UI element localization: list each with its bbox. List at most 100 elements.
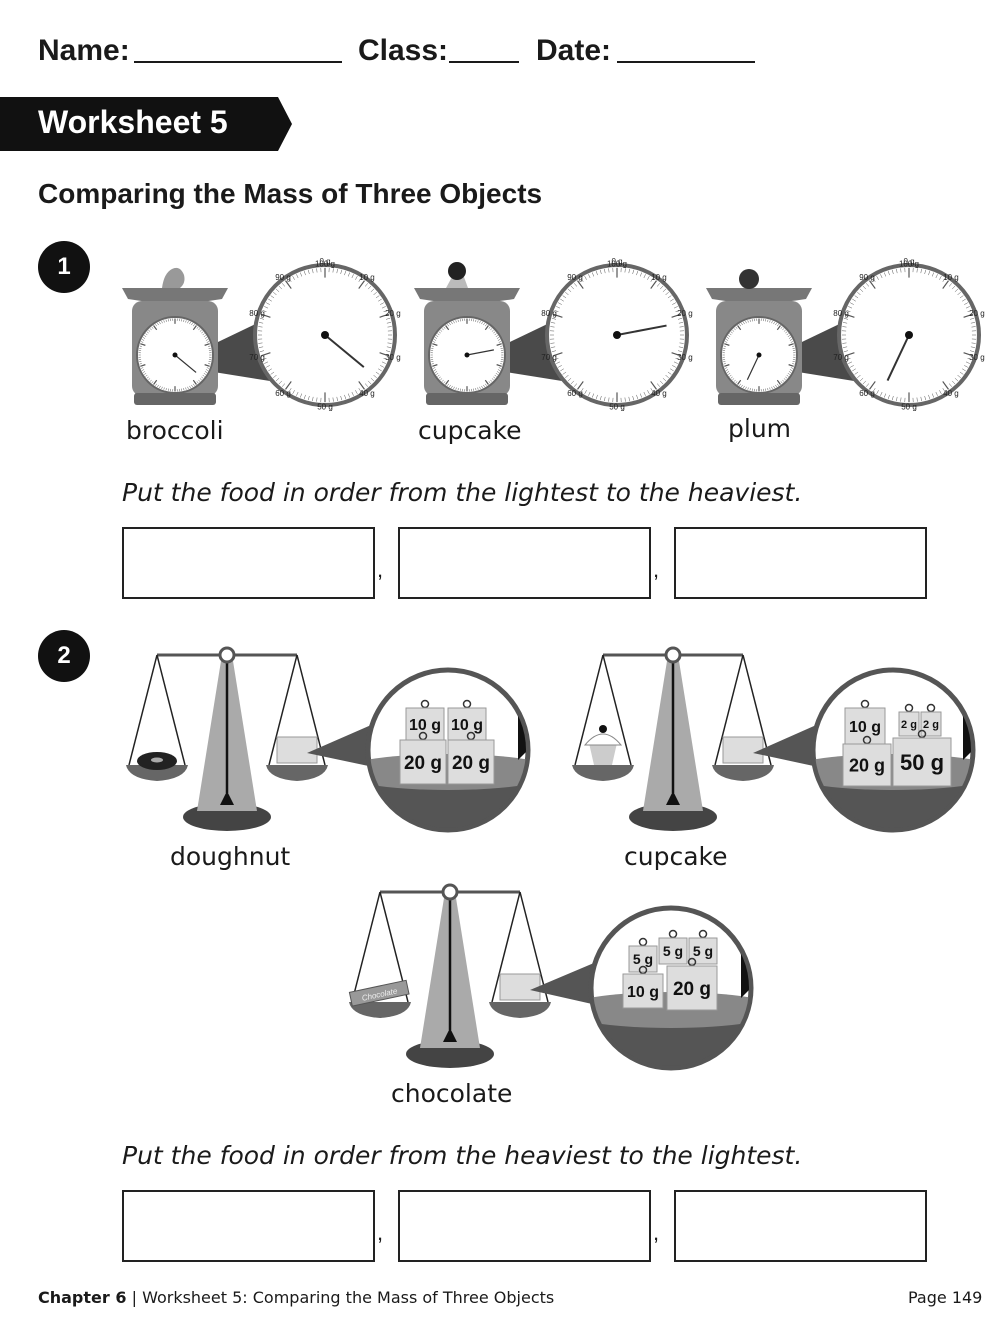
dial-tick [628,396,630,402]
dial-tick [165,319,167,322]
dial-tick [151,326,154,329]
dial-label: 20 g [969,309,985,318]
dial-tick [500,363,503,365]
dial-tick [140,367,144,369]
small-dial [136,316,214,394]
q2-instruction: Put the food in order from the heaviest … [122,1141,803,1170]
dial-tick [146,331,149,334]
class-label: Class: [358,34,449,67]
name-field-line[interactable] [134,61,342,63]
weight-block [842,743,892,787]
beam-pivot [218,646,236,664]
dial-tick [728,335,731,337]
dial-tick [208,363,211,365]
dial-tick [876,390,879,395]
dial-label: 90 g [275,273,291,282]
dial-tick [783,378,786,381]
dial-tick [385,318,391,320]
dial-tick [153,379,158,385]
dial-tick [595,394,598,399]
cupcake-frosting [583,733,623,746]
zoom-cone [753,722,823,768]
dial-tick [924,269,926,275]
dial-tick [165,388,167,391]
dial-tick [347,272,350,277]
dial-tick [475,319,477,322]
dial-tick [205,339,209,341]
dial-tick [159,321,161,325]
dial-tick [771,320,773,324]
q1-answer-box-3[interactable] [674,527,927,599]
dial-tick [370,288,375,293]
dial-tick [386,322,392,324]
weight-20g: 20 g [399,731,447,785]
dial-tick [344,271,347,276]
dial-tick [332,268,334,273]
chocolate-bar [348,979,410,1007]
dial-tick [600,269,602,275]
dial-tick [437,333,440,336]
dial-tick [554,357,559,360]
right-pan [712,765,774,781]
dial-tick [455,320,457,323]
pan-string [519,891,549,1003]
q2-comma-2: , [653,1220,660,1245]
plum-icon [739,269,759,289]
dial-tick [477,387,479,390]
dial-tick [842,346,848,348]
dial-tick [565,374,569,379]
dial-tick [296,274,299,279]
q2-answer-box-1[interactable] [122,1190,375,1262]
dial-tick [749,319,751,322]
dial-tick [183,319,185,322]
dial-label: 50 g [609,402,625,411]
dial-tick [928,271,931,276]
dial-tick [206,367,210,369]
dial-tick [364,283,369,287]
q2-label-doughnut: doughnut [170,842,291,871]
dial-tick [192,379,197,385]
dial-tick [931,393,934,398]
dial-label: 30 g [677,353,693,362]
worksheet-title: Worksheet 5 [38,104,228,140]
class-field-line[interactable] [449,61,519,63]
small-dial-pivot [464,352,470,358]
dial-tick [957,374,961,379]
dial-tick [854,295,859,299]
dial-tick [445,325,450,331]
q2-answer-box-3[interactable] [674,1190,927,1262]
q1-answer-box-2[interactable] [398,527,651,599]
dial-tick [852,368,856,372]
dial-tick [842,322,848,324]
weight-label: 10 g [849,719,881,736]
pan-string [574,654,604,766]
kitchen-scale-broccoli: 0 g10 g20 g30 g40 g50 g60 g70 g80 g90 g1… [122,257,401,411]
dial-tick [624,397,626,402]
dial-tick [739,324,741,327]
q1-answer-box-1[interactable] [122,527,375,599]
dial-tick [671,352,682,357]
dial-tick [859,288,864,293]
dial-tick [189,385,191,389]
dial-tick [198,379,201,382]
dial-tick [916,268,918,273]
dial-tick [145,333,148,336]
dial-tick [379,313,390,318]
cupcake-cherry [599,725,607,733]
dial-tick [204,364,210,367]
dial-tick [588,391,591,396]
dial-tick [273,374,277,379]
dial-tick [433,339,437,341]
weight-block [920,711,942,737]
date-field-line[interactable] [617,61,755,63]
magnified-dial-needle [616,324,667,336]
dial-tick [455,387,457,390]
dial-label: 20 g [677,309,693,318]
dial-tick [788,364,794,367]
dial-tick [739,383,741,386]
q2-answer-box-2[interactable] [398,1190,651,1262]
dial-label: 0 g [903,257,914,266]
